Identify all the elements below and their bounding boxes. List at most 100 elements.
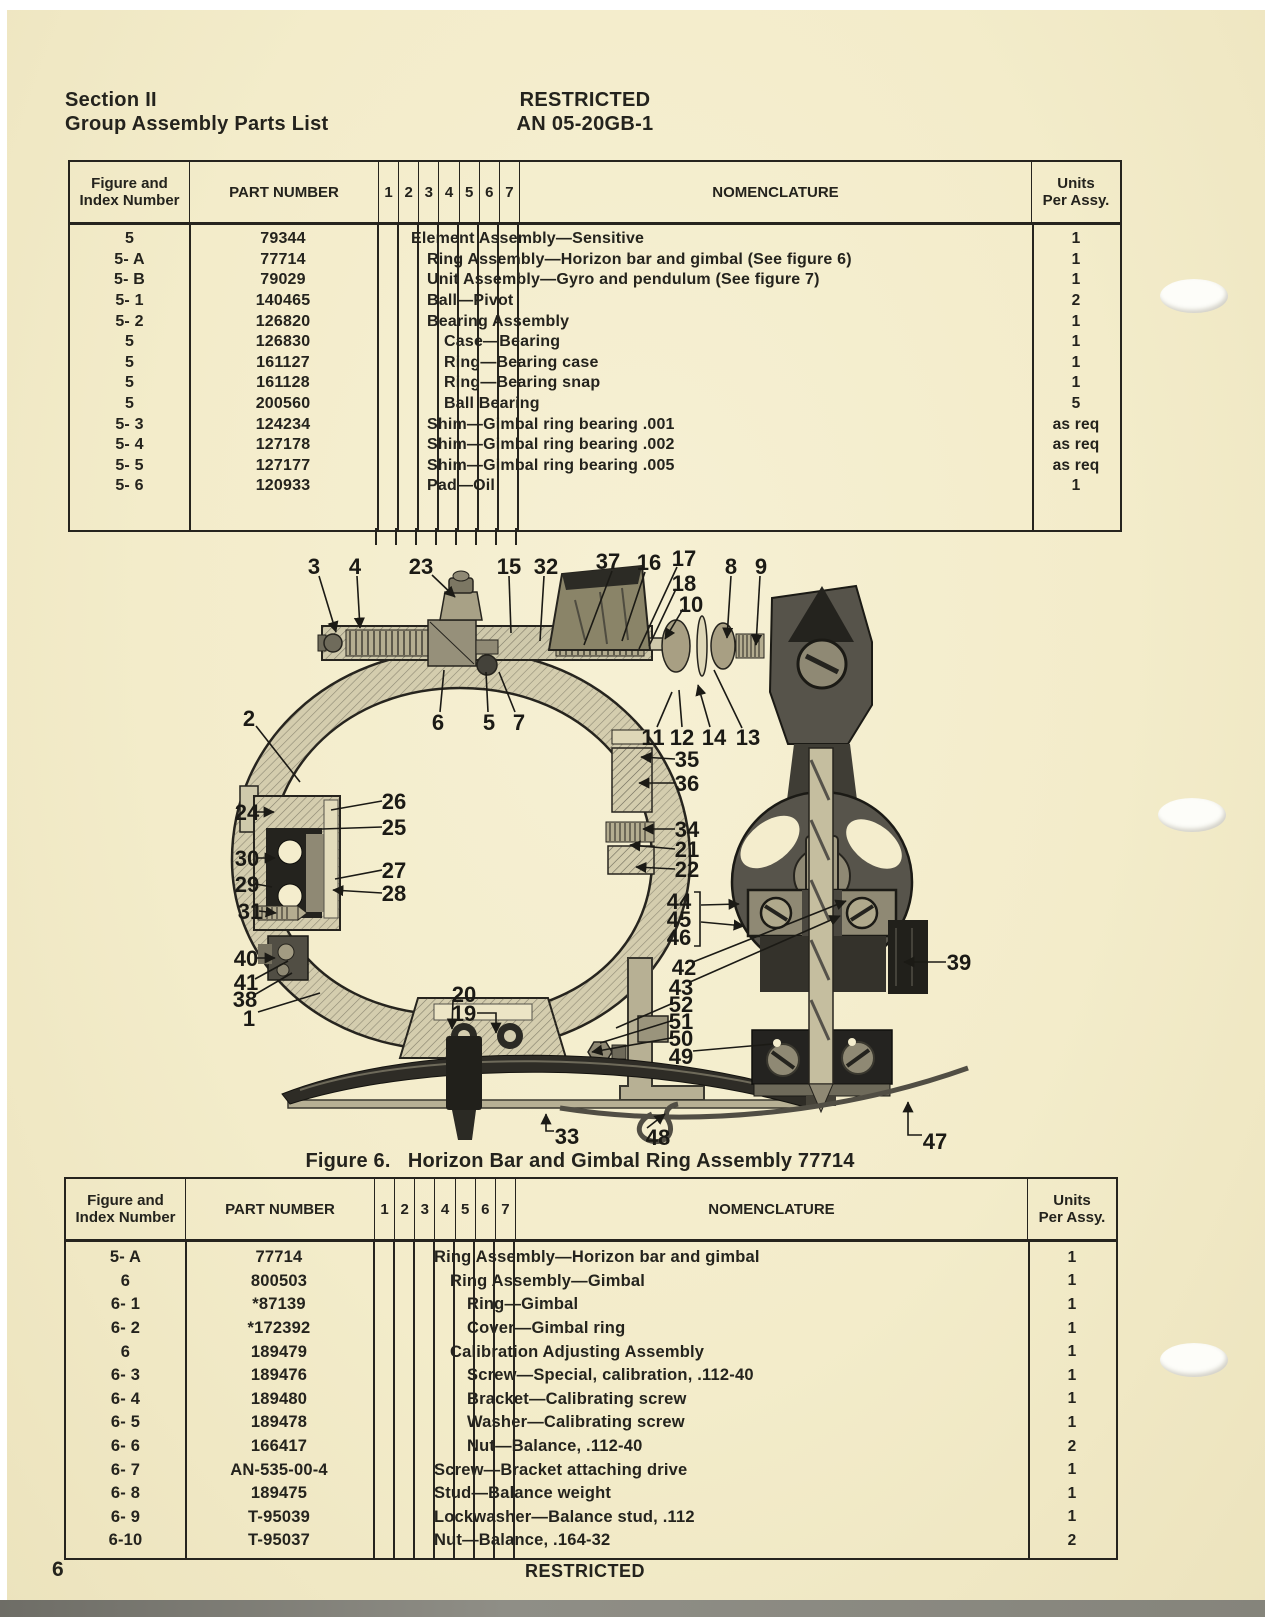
callout-number: 8 (725, 554, 737, 579)
figure-index-cell: 5- A (109, 1248, 142, 1267)
usage-column-number: 5 (460, 162, 480, 222)
part-number-cell: 140465 (255, 292, 311, 310)
figure-index-cell: 5- 3 (115, 415, 144, 433)
callout-number: 15 (497, 554, 521, 579)
column-rule (393, 1242, 395, 1558)
callout-number: 17 (672, 546, 696, 571)
nomenclature-cell: Stud—Balance weight (434, 1484, 612, 1503)
part-number-cell: 200560 (255, 395, 311, 413)
table-row: 5- A 77714 Ring Assembly—Horizon bar and g… (66, 1246, 1116, 1270)
callout-number: 48 (646, 1125, 670, 1150)
figure-index-cell: 5 (124, 395, 135, 413)
column-rule (413, 1242, 415, 1558)
rule-tick (515, 528, 517, 545)
callout-leader-line (255, 725, 301, 783)
units-cell: 1 (1071, 477, 1081, 495)
figure-index-cell: 6-10 (108, 1531, 143, 1550)
units-cell: 1 (1071, 230, 1081, 248)
part-number-cell: T-95039 (248, 1507, 310, 1526)
callout-leader-line (498, 671, 516, 713)
column-rule (453, 1242, 455, 1558)
part-number-cell: 189476 (250, 1366, 308, 1385)
usage-column-number: 3 (415, 1179, 436, 1239)
callout-leader-line (332, 885, 383, 897)
punch-hole (1160, 279, 1228, 313)
callout-number: 36 (675, 771, 699, 796)
callout-leader-line (539, 575, 545, 642)
callout-number: 23 (409, 554, 433, 579)
units-cell: 1 (1067, 1390, 1077, 1408)
part-number-cell: 79029 (260, 271, 306, 289)
figure-index-cell: 5- B (113, 271, 146, 289)
scan-edge (0, 1600, 1265, 1617)
section-subtitle: Group Assembly Parts List (65, 113, 329, 135)
figure-index-cell: 5- 6 (115, 477, 144, 495)
callout-leader-line (615, 1003, 672, 1029)
callout-number: 45 (667, 907, 691, 932)
part-number-cell: 77714 (255, 1248, 303, 1267)
figure-index-cell: 5 (124, 353, 135, 371)
figure-index-cell: 6- 9 (110, 1507, 141, 1526)
column-rule (417, 225, 419, 530)
units-cell: 2 (1071, 292, 1081, 310)
callout-leader-line (254, 960, 289, 980)
callout-number: 44 (667, 889, 692, 914)
nomenclature-cell: Ring Assembly—Horizon bar and gimbal (434, 1248, 760, 1267)
callout-leader-line (640, 752, 676, 764)
units-cell: 1 (1071, 312, 1081, 330)
figure-index-cell: 6 (120, 1342, 131, 1361)
part-number-cell: AN-535-00-4 (230, 1460, 328, 1479)
usage-column-number: 6 (476, 1179, 496, 1239)
nomenclature-cell: Ring Assembly—Gimbal (450, 1271, 646, 1290)
callout-number: 41 (234, 970, 258, 995)
usage-column-number: 1 (375, 1179, 396, 1239)
nomenclature-cell: Cover—Gimbal ring (467, 1319, 626, 1338)
nomenclature-cell: Calibration Adjusting Assembly (450, 1342, 705, 1361)
part-number-cell: 161127 (256, 353, 310, 371)
callout-leader-line (540, 1113, 554, 1132)
callout-leader-line (638, 566, 678, 650)
callout-number: 21 (675, 837, 699, 862)
page-number: 6 (52, 1558, 64, 1581)
rule-tick (395, 528, 397, 545)
callout-number: 13 (736, 725, 760, 750)
usage-column-number: 2 (395, 1179, 416, 1239)
callout-number: 46 (667, 925, 691, 950)
part-number-cell: 127177 (255, 456, 311, 474)
units-cell: 2 (1067, 1437, 1077, 1455)
callout-leader-line (713, 669, 743, 729)
column-rule (1028, 1242, 1030, 1558)
doc-number: AN 05-20GB-1 (516, 113, 654, 135)
column-rule (185, 1242, 187, 1558)
column-rule (477, 225, 479, 530)
column-rule (497, 225, 499, 530)
callout-number: 2 (243, 706, 255, 731)
units-cell: 1 (1067, 1295, 1077, 1313)
part-number-cell: 79344 (260, 230, 306, 248)
nomenclature-cell: Shim—Gimbal ring bearing .005 (427, 456, 675, 474)
callout-number: 47 (923, 1129, 947, 1154)
nomenclature-cell: Screw—Bracket attaching drive (434, 1460, 688, 1479)
callout-number: 25 (382, 815, 406, 840)
callout-number: 27 (382, 858, 406, 883)
callout-leader-line (485, 671, 489, 713)
figure-index-cell: 5- A (114, 250, 145, 268)
callout-number: 35 (675, 747, 699, 772)
figure-index-cell: 6 (120, 1271, 131, 1290)
flag-plate (547, 564, 652, 651)
col-part-number: PART NUMBER (186, 1179, 375, 1239)
footer-restricted-label: RESTRICTED (524, 1561, 645, 1581)
column-rule (513, 1242, 515, 1558)
callout-number: 38 (233, 987, 257, 1012)
section-title: Section II (65, 89, 157, 111)
figure-index-cell: 6- 1 (110, 1295, 141, 1314)
column-rule (397, 225, 399, 530)
callout-leader-line (902, 1101, 922, 1136)
